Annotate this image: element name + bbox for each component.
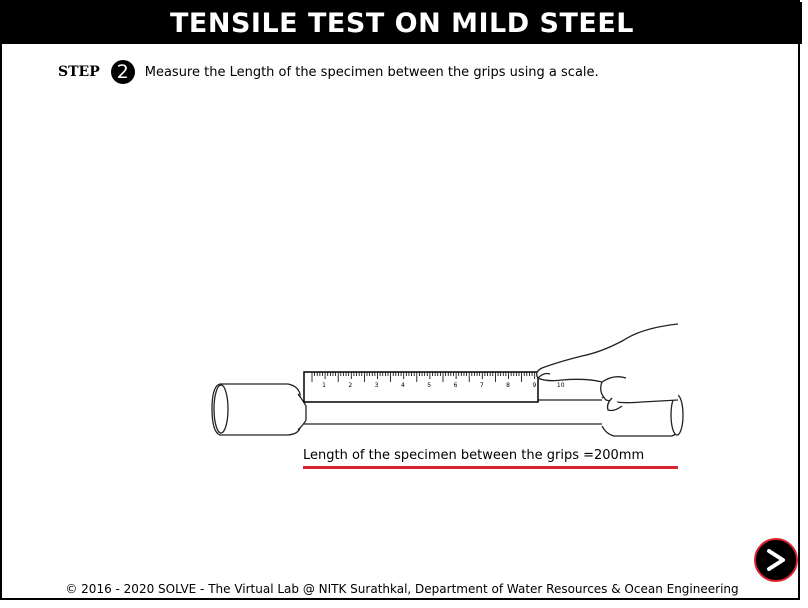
step-number-badge: 2 — [110, 60, 135, 84]
scale-tick-label: 4 — [401, 382, 405, 389]
step-instruction-text: Measure the Length of the specimen betwe… — [144, 64, 599, 80]
arrow-right-icon — [767, 549, 785, 571]
step-label: STEP — [58, 64, 100, 80]
scale-tick-label: 7 — [480, 382, 484, 389]
measuring-scale: 1 2 3 4 5 6 7 8 9 10 — [303, 371, 565, 403]
scale-tick-label: 2 — [348, 382, 352, 389]
scale-tick-label: 3 — [375, 382, 379, 389]
scale-tick-label: 8 — [506, 382, 510, 389]
scale-tick-label: 9 — [532, 382, 536, 389]
hand-illustration — [536, 323, 679, 412]
app-frame: TENSILE TEST ON MILD STEEL STEP 2 Measur… — [0, 0, 802, 600]
step-instruction: STEP 2 Measure the Length of the specime… — [58, 58, 599, 86]
scale-tick-label: 1 — [322, 382, 326, 389]
scale-tick-label: 6 — [454, 382, 458, 389]
page-title: TENSILE TEST ON MILD STEEL — [2, 2, 802, 44]
specimen-measurement-illustration: 1 2 3 4 5 6 7 8 9 10 — [211, 323, 684, 437]
result-text: Length of the specimen between the grips… — [303, 448, 645, 463]
result-underline — [303, 466, 678, 469]
scale-tick-label: 5 — [427, 382, 431, 389]
next-button[interactable] — [754, 538, 798, 582]
footer-copyright: © 2016 - 2020 SOLVE - The Virtual Lab @ … — [65, 582, 739, 596]
scale-tick-label: 10 — [557, 382, 565, 389]
